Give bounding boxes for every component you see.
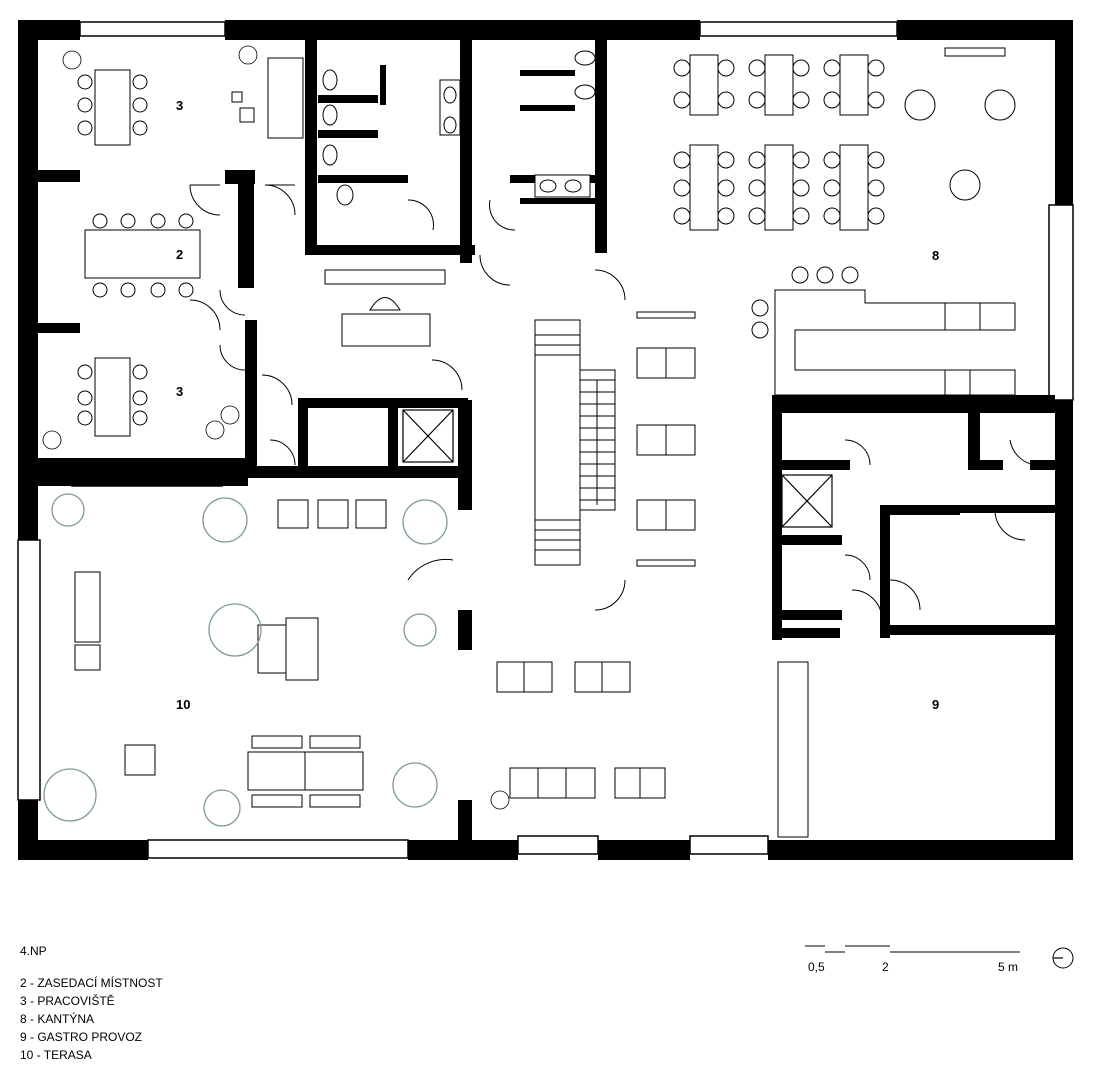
- furniture-workspace-top: [77, 57, 304, 146]
- legend-item: 10 - TERASA: [20, 1048, 92, 1062]
- elevator: [402, 409, 833, 528]
- floor-plan: 3 2 3 8 10 9: [17, 20, 1074, 860]
- room-label-8: 8: [932, 248, 939, 263]
- staircase: [534, 319, 616, 566]
- canteen-tables: [673, 47, 1016, 339]
- corridor-tables: [496, 311, 696, 799]
- scale-bar-lines: [805, 945, 1020, 953]
- scale-label: 0,5: [808, 960, 825, 974]
- vegetation: [43, 493, 448, 827]
- room-label-10: 10: [176, 697, 190, 712]
- reception-desk: [324, 269, 446, 347]
- sanitary: [322, 50, 596, 206]
- room-label-3-bottom: 3: [176, 384, 183, 399]
- kitchen-counter: [774, 289, 1016, 396]
- room-label-2: 2: [176, 247, 183, 262]
- legend-item: 8 - KANTÝNA: [20, 1012, 95, 1026]
- plant-icon: [42, 45, 510, 810]
- floor-label: 4.NP: [20, 944, 47, 958]
- furniture-workspace-bottom: [77, 357, 148, 437]
- legend-item: 2 - ZASEDACÍ MÍSTNOST: [20, 976, 163, 990]
- room-label-3-top: 3: [176, 98, 183, 113]
- terrace-furniture: [74, 499, 387, 808]
- furniture-meeting-room: [84, 213, 201, 298]
- doors: [189, 184, 1036, 621]
- scale-label: 2: [882, 960, 889, 974]
- legend: 4.NP 2 - ZASEDACÍ MÍSTNOST 3 - PRACOVIŠT…: [20, 942, 163, 1064]
- room-label-9: 9: [932, 697, 939, 712]
- north-arrow-icon: [1052, 947, 1074, 969]
- scale-label: 5 m: [998, 960, 1019, 974]
- interior-walls: [38, 38, 1055, 860]
- legend-item: 9 - GASTRO PROVOZ: [20, 1030, 143, 1044]
- legend-item: 3 - PRACOVIŠTĚ: [20, 994, 115, 1008]
- scale-bar: 0,5 2 5 m: [800, 940, 1030, 980]
- gastro-counter: [777, 661, 809, 838]
- windows: [17, 21, 1074, 859]
- exterior-walls: [18, 20, 1073, 860]
